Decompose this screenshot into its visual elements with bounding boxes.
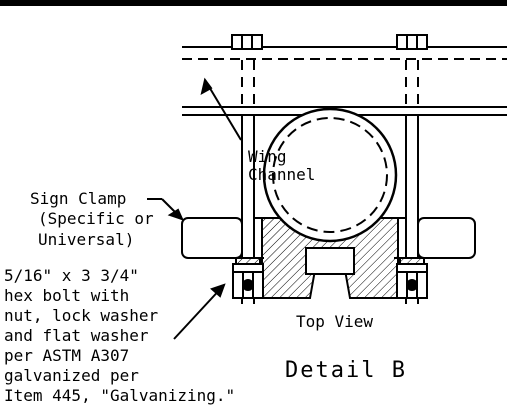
label-bolt-note-line4: and flat washer — [4, 326, 149, 345]
label-bolt-note-line7: Item 445, "Galvanizing." — [4, 386, 235, 405]
leader-bolt-note — [173, 283, 226, 340]
bolt-nuts-right — [396, 257, 428, 304]
label-bolt-note-line3: nut, lock washer — [4, 306, 158, 325]
label-wing-channel-line1: Wing — [248, 147, 287, 166]
sign-clamp-plate — [181, 217, 476, 259]
label-wing-channel-line2: Channel — [248, 165, 315, 184]
label-bolt-note-line6: galvanized per — [4, 366, 139, 385]
detail-title: Detail B — [285, 358, 407, 383]
label-sign-clamp-line2: (Specific or — [38, 209, 154, 228]
label-sign-clamp-line1: Sign Clamp — [30, 189, 126, 208]
bolt-nuts-left — [232, 257, 264, 304]
bolt-hidden-lines — [241, 60, 419, 106]
pipe-outer — [262, 107, 398, 243]
view-name-label: Top View — [296, 312, 373, 331]
wing-channel — [182, 46, 507, 116]
label-sign-clamp-line3: Universal) — [38, 230, 134, 249]
leader-wing-channel — [200, 77, 242, 141]
label-bolt-note-line5: per ASTM A307 — [4, 346, 129, 365]
clamp-body-slot — [305, 247, 355, 275]
pipe-inner-hidden — [272, 117, 388, 233]
label-bolt-note-line1: 5/16" x 3 3/4" — [4, 266, 139, 285]
border-top — [0, 0, 507, 6]
label-bolt-note-line2: hex bolt with — [4, 286, 129, 305]
leader-sign-clamp — [147, 198, 184, 221]
bolt-heads-top — [231, 34, 428, 50]
